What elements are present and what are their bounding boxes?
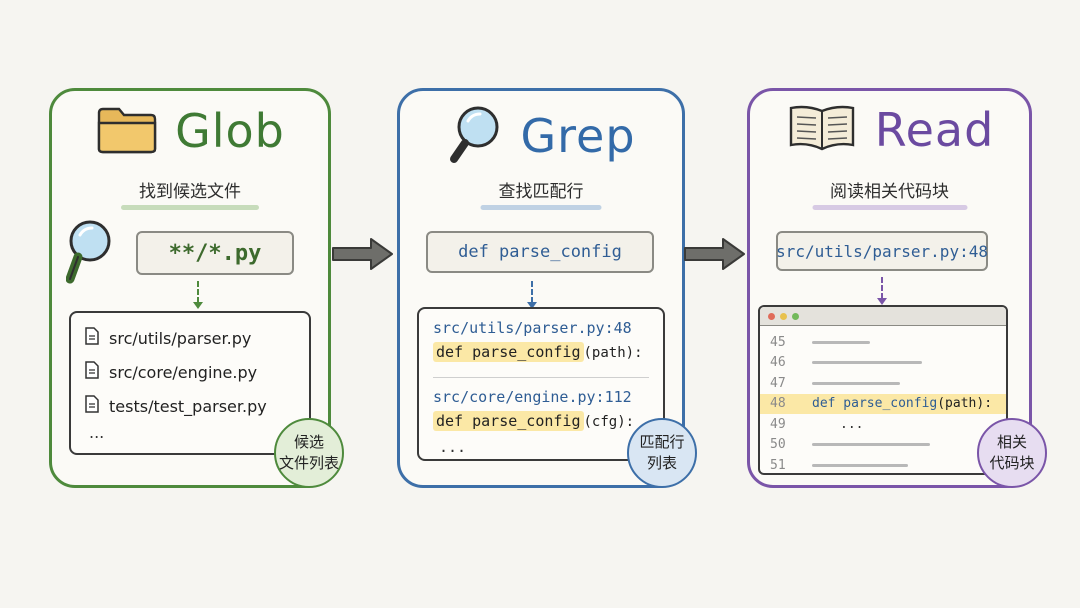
glob-subtitle-underline bbox=[121, 205, 259, 210]
grep-badge-line1: 匹配行 bbox=[639, 433, 685, 451]
match-line: def parse_config(path): bbox=[433, 342, 663, 369]
code-placeholder bbox=[812, 381, 900, 385]
code-line: 45 bbox=[760, 332, 1006, 353]
glob-query-box: **/*.py bbox=[136, 231, 294, 275]
glob-badge: 候选文件列表 bbox=[274, 418, 344, 488]
match-code: def parse_config bbox=[433, 342, 584, 362]
code-line: 50 bbox=[760, 435, 1006, 456]
glob-subtitle: 找到候选文件 bbox=[121, 177, 259, 210]
code-placeholder bbox=[812, 443, 930, 447]
glob-badge-line1: 候选 bbox=[293, 433, 324, 451]
read-title: Read bbox=[750, 103, 1029, 157]
list-item: tests/test_parser.py bbox=[85, 389, 309, 423]
glob-title: Glob bbox=[52, 103, 328, 159]
file-icon bbox=[85, 395, 99, 417]
glob-title-text: Glob bbox=[175, 104, 285, 158]
read-dashed-arrow bbox=[877, 277, 887, 305]
line-number: 49 bbox=[770, 416, 786, 432]
arrow-right-icon bbox=[331, 236, 395, 276]
book-icon bbox=[785, 103, 859, 157]
read-badge-line1: 相关 bbox=[996, 433, 1027, 451]
file-icon bbox=[85, 361, 99, 383]
glob-ellipsis: ... bbox=[89, 423, 105, 442]
window-titlebar bbox=[760, 307, 1006, 326]
code-line: 49... bbox=[760, 414, 1006, 435]
read-badge: 相关代码块 bbox=[977, 418, 1047, 488]
grep-match-list: src/utils/parser.py:48 def parse_config(… bbox=[417, 307, 665, 461]
match-path: src/core/engine.py:112 bbox=[433, 388, 632, 406]
highlight-args: (path): bbox=[937, 396, 993, 412]
match-divider bbox=[433, 377, 649, 378]
match-line: def parse_config(cfg): bbox=[433, 411, 663, 438]
list-item: src/utils/parser.py bbox=[85, 321, 309, 355]
highlight-code: def parse_config bbox=[812, 396, 938, 412]
arrow-right-icon bbox=[683, 236, 747, 276]
line-number: 47 bbox=[770, 375, 786, 391]
grep-ellipsis: ... bbox=[439, 438, 467, 456]
magnifier-icon bbox=[65, 217, 118, 291]
grep-title: Grep bbox=[400, 103, 682, 169]
glob-panel: Glob 找到候选文件 **/*.py src/utils/parser.py … bbox=[49, 88, 344, 488]
match-path: src/utils/parser.py:48 bbox=[433, 319, 632, 337]
glob-query-text: **/*.py bbox=[168, 240, 262, 266]
read-query-text: src/utils/parser.py:48 bbox=[776, 241, 988, 261]
grep-dashed-arrow bbox=[527, 281, 537, 309]
code-placeholder bbox=[812, 463, 908, 467]
read-panel: Read 阅读相关代码块 src/utils/parser.py:48 45 4… bbox=[747, 88, 1047, 488]
read-subtitle-text: 阅读相关代码块 bbox=[830, 182, 949, 202]
code-line: 47 bbox=[760, 373, 1006, 394]
glob-file-list: src/utils/parser.py src/core/engine.py t… bbox=[69, 311, 311, 455]
read-query-box: src/utils/parser.py:48 bbox=[776, 231, 988, 271]
line-number: 50 bbox=[770, 437, 786, 453]
code-lines: 45 46 47 48 def parse_config(path): 49...… bbox=[760, 326, 1006, 473]
glob-subtitle-text: 找到候选文件 bbox=[139, 182, 241, 202]
code-line: 51 bbox=[760, 455, 1006, 473]
read-title-text: Read bbox=[874, 103, 995, 157]
file-icon bbox=[85, 327, 99, 349]
grep-panel: Grep 查找匹配行 def parse_config src/utils/pa… bbox=[397, 88, 697, 488]
grep-subtitle-text: 查找匹配行 bbox=[498, 182, 584, 202]
code-editor-window: 45 46 47 48 def parse_config(path): 49...… bbox=[758, 305, 1008, 475]
line-number: 48 bbox=[770, 396, 786, 412]
code-line-highlighted: 48 def parse_config(path): bbox=[760, 393, 1006, 414]
grep-query-text: def parse_config bbox=[458, 242, 622, 262]
grep-query-box: def parse_config bbox=[426, 231, 654, 273]
code-ellipsis: ... bbox=[840, 416, 864, 432]
read-subtitle: 阅读相关代码块 bbox=[812, 177, 967, 210]
match-code: def parse_config bbox=[433, 411, 584, 431]
grep-title-text: Grep bbox=[520, 109, 636, 163]
code-line: 46 bbox=[760, 353, 1006, 374]
window-dots-icon bbox=[768, 312, 799, 320]
code-placeholder bbox=[812, 340, 870, 344]
grep-badge-line2: 列表 bbox=[646, 454, 677, 472]
file-name: src/utils/parser.py bbox=[109, 328, 252, 348]
magnifier-icon bbox=[446, 103, 504, 169]
grep-subtitle-underline bbox=[480, 205, 602, 210]
glob-dashed-arrow bbox=[193, 281, 203, 309]
list-item: src/core/engine.py bbox=[85, 355, 309, 389]
match-args: (cfg): bbox=[583, 414, 635, 430]
line-number: 51 bbox=[770, 457, 786, 473]
read-badge-line2: 代码块 bbox=[989, 454, 1035, 472]
grep-subtitle: 查找匹配行 bbox=[480, 177, 602, 210]
line-number: 45 bbox=[770, 334, 786, 350]
read-subtitle-underline bbox=[812, 205, 967, 210]
line-number: 46 bbox=[770, 355, 786, 371]
code-placeholder bbox=[812, 361, 922, 365]
glob-badge-line2: 文件列表 bbox=[278, 454, 339, 472]
match-args: (path): bbox=[583, 345, 643, 361]
file-name: src/core/engine.py bbox=[109, 362, 258, 382]
folder-icon bbox=[95, 103, 159, 159]
grep-badge: 匹配行列表 bbox=[627, 418, 697, 488]
file-name: tests/test_parser.py bbox=[109, 396, 267, 416]
